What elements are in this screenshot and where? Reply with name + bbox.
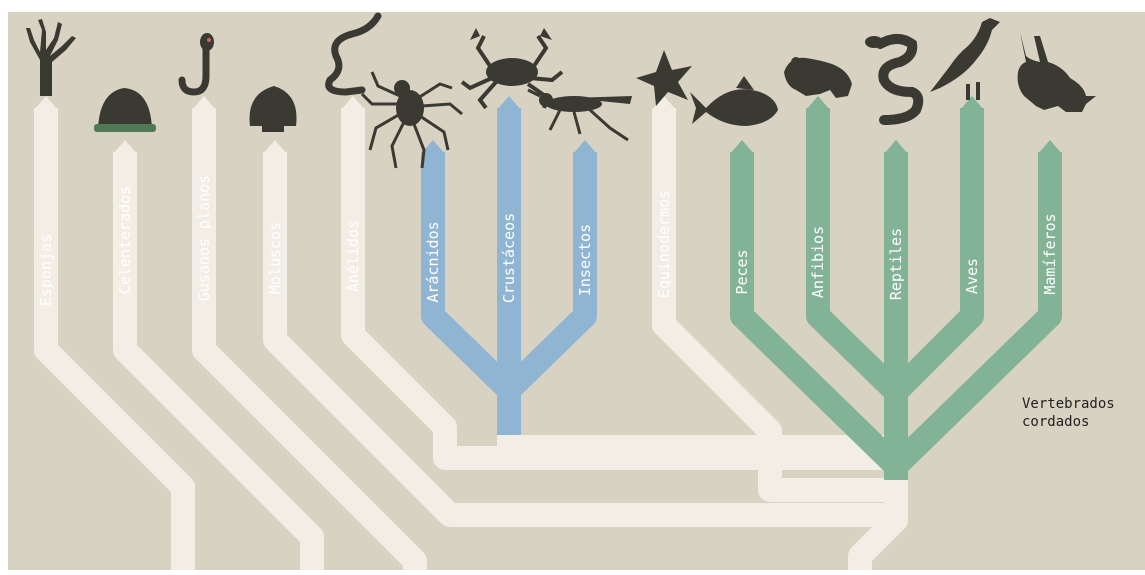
label-anelidos: Anélidos xyxy=(344,220,362,292)
label-aracnidos: Arácnidos xyxy=(424,221,442,302)
label-reptiles: Reptiles xyxy=(887,228,905,300)
label-esponjas: Esponjas xyxy=(37,234,55,306)
label-crustaceos: Crustáceos xyxy=(500,213,518,303)
label-gusanos-planos: Gusanos planos xyxy=(195,175,213,301)
annotation-line-2: cordados xyxy=(1022,414,1089,430)
label-anfibios: Anfibios xyxy=(809,226,827,298)
label-moluscos: Moluscos xyxy=(266,222,284,294)
branch-arthropod-link xyxy=(509,435,885,447)
label-peces: Peces xyxy=(733,249,751,294)
label-mamiferos: Mamíferos xyxy=(1041,213,1059,294)
annotation-line-1: Vertebrados xyxy=(1022,396,1115,412)
label-insectos: Insectos xyxy=(576,224,594,296)
label-celenterados: Celenterados xyxy=(116,186,134,294)
label-equinodermos: Equinodermos xyxy=(655,190,673,298)
label-aves: Aves xyxy=(963,258,981,294)
